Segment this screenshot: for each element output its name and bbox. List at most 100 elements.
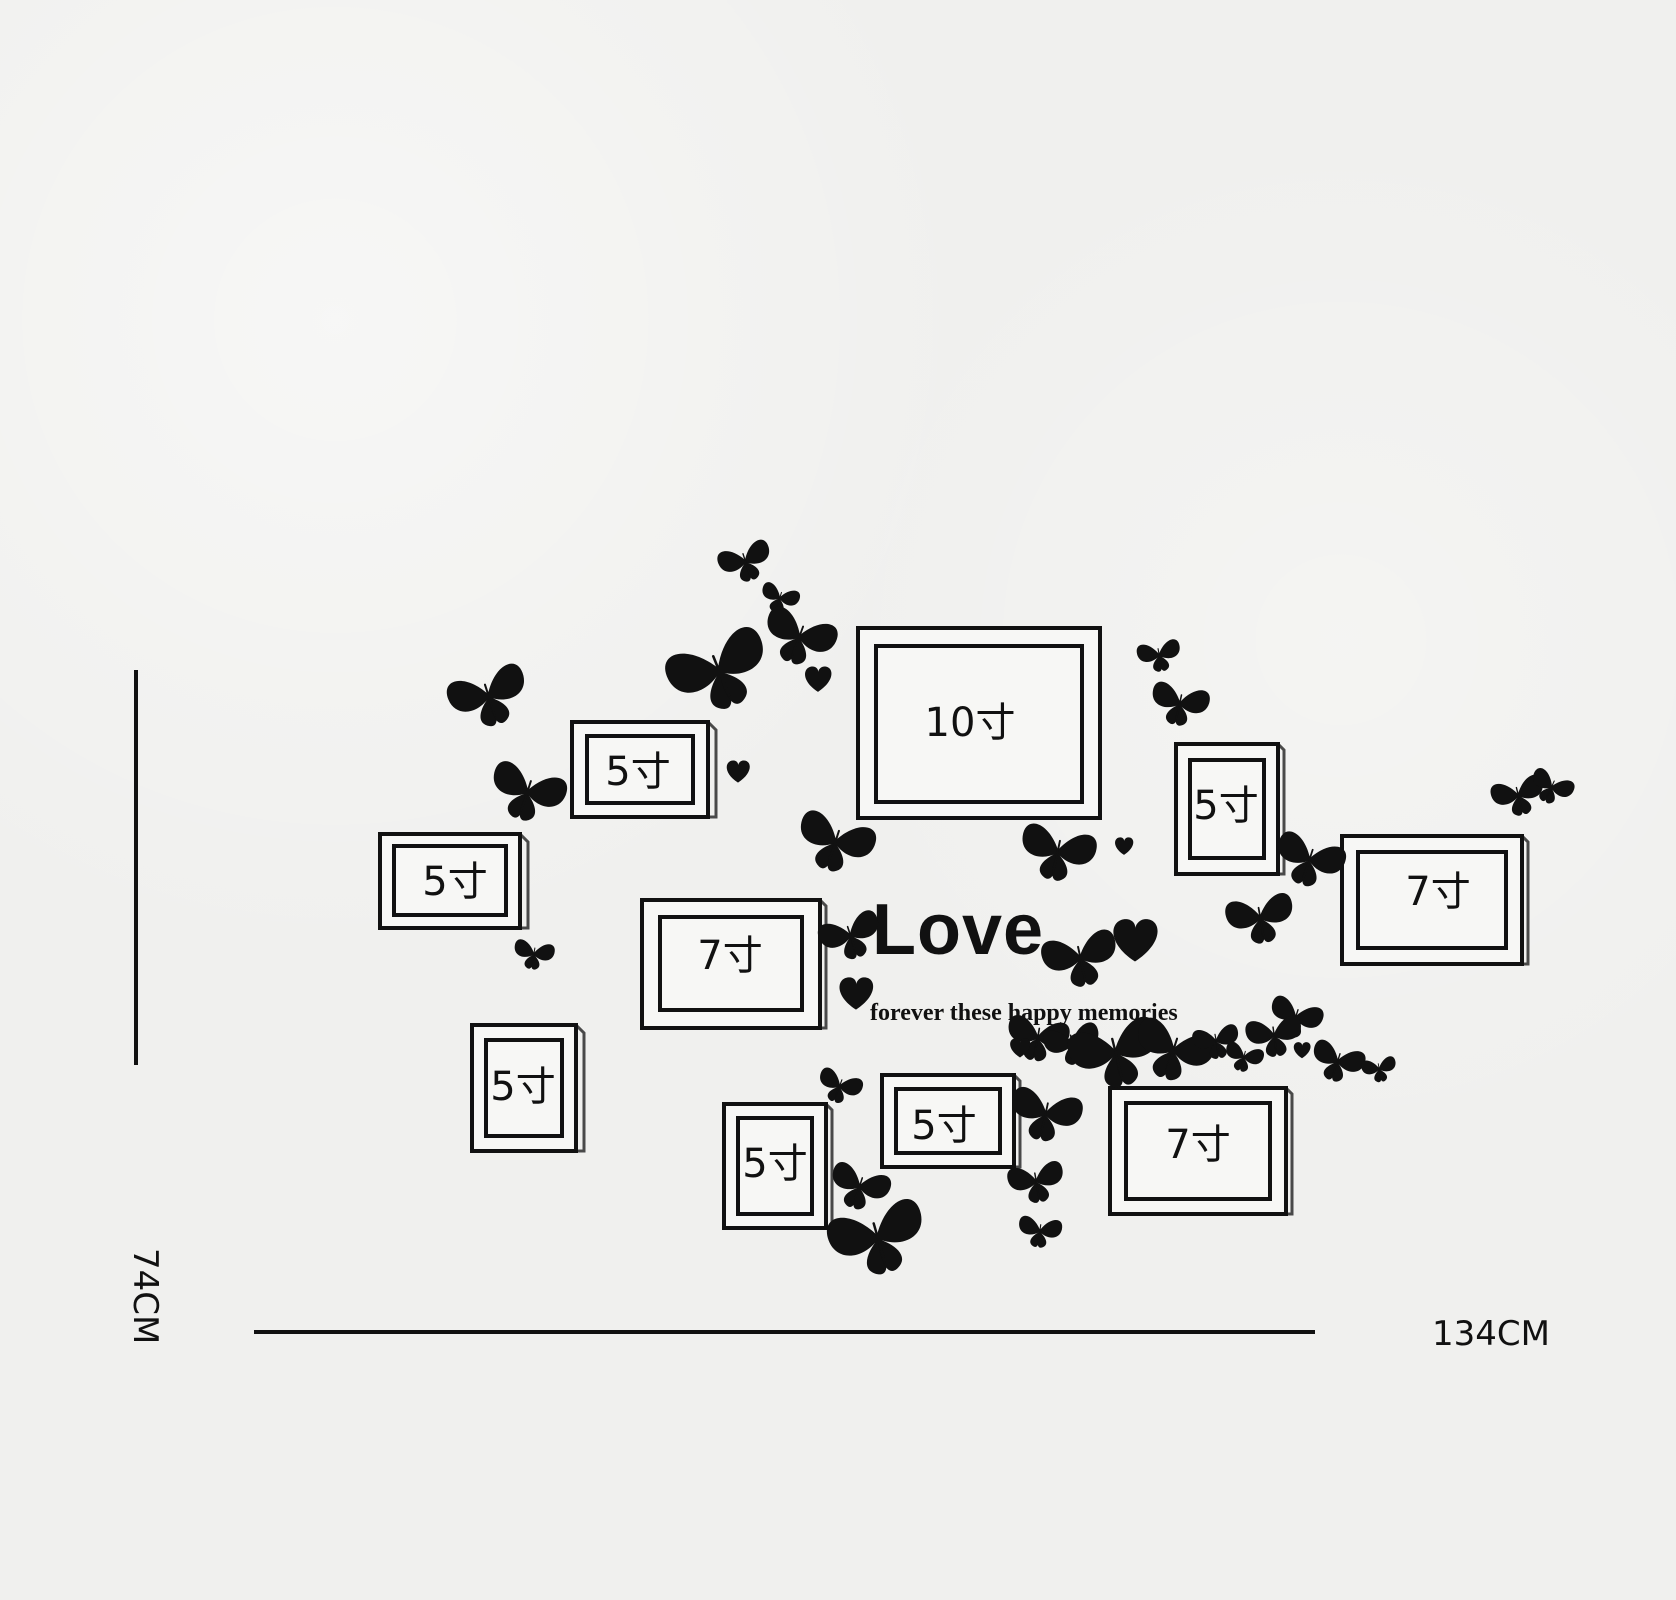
frame-10-inch-top: 10寸 — [856, 626, 1102, 820]
butterfly-wing — [832, 1162, 860, 1207]
frame-7-inch-right: 7寸 — [1340, 834, 1530, 966]
butterfly-icon — [717, 539, 770, 582]
butterfly-wing — [762, 582, 780, 612]
butterfly-icon — [1192, 1024, 1239, 1059]
butterfly-icon — [832, 1162, 892, 1210]
butterfly-body — [1332, 1053, 1341, 1076]
butterfly-wing — [1545, 780, 1575, 804]
butterfly-wing — [514, 939, 534, 969]
butterfly-body — [1157, 648, 1162, 667]
frame-inner-outline — [484, 1038, 564, 1138]
butterfly-body — [853, 1177, 864, 1203]
heart-icon — [1115, 837, 1134, 855]
butterfly-wing — [1274, 1015, 1301, 1056]
frame-5-inch-left: 5寸 — [378, 832, 530, 930]
love-decal: Love forever these happy memories — [870, 890, 1178, 1026]
width-dimension-label: 134CM — [1432, 1314, 1550, 1354]
heart-icon — [839, 977, 874, 1010]
frame-size-label: 5寸 — [605, 749, 670, 795]
butterfly-body — [1214, 1033, 1219, 1054]
frame-5-inch-upper-right: 5寸 — [1174, 742, 1286, 876]
butterfly-icon — [514, 939, 555, 970]
butterfly-icon — [1012, 1087, 1083, 1142]
heart-icon — [1010, 1038, 1031, 1058]
butterfly-icon — [1136, 639, 1180, 672]
butterfly-icon — [446, 663, 524, 727]
butterfly-body — [1077, 945, 1086, 979]
butterfly-body — [1546, 780, 1555, 799]
butterfly-wing — [1159, 639, 1180, 671]
frame-inner-outline — [1124, 1101, 1272, 1201]
frame-shadow — [730, 1102, 834, 1230]
butterfly-wing — [519, 777, 568, 821]
butterfly-body — [531, 947, 536, 966]
frame-inner-outline — [585, 734, 695, 805]
butterfly-wing — [1012, 1087, 1046, 1140]
butterfly-wing — [1022, 823, 1058, 879]
butterfly-icon — [1245, 1015, 1301, 1057]
frame-size-label: 5寸 — [911, 1103, 976, 1149]
frame-outline — [470, 1023, 578, 1153]
butterfly-icon — [1022, 823, 1097, 881]
frame-shadow — [388, 832, 530, 930]
butterflies-and-hearts — [446, 539, 1575, 1275]
butterfly-wing — [1138, 1017, 1174, 1077]
butterfly-icon — [817, 910, 879, 960]
butterfly-icon — [1313, 1039, 1366, 1082]
frame-size-label: 7寸 — [697, 933, 762, 979]
butterfly-icon — [820, 1067, 864, 1104]
frame-outline — [722, 1102, 828, 1230]
butterfly-body — [791, 625, 805, 656]
butterfly-wing — [791, 623, 838, 665]
butterfly-wing — [1067, 1032, 1123, 1088]
butterfly-wing — [1245, 1021, 1278, 1057]
frame-inner-outline — [736, 1116, 814, 1216]
frame-inner-outline — [658, 915, 804, 1012]
butterfly-body — [1111, 1037, 1123, 1077]
frame-shadow — [480, 1023, 586, 1153]
butterfly-wing — [665, 653, 732, 709]
butterfly-body — [828, 829, 840, 863]
frame-size-label: 7寸 — [1405, 869, 1470, 915]
butterfly-wing — [446, 680, 497, 727]
butterfly-wing — [834, 1078, 864, 1104]
butterfly-icon — [1361, 1056, 1396, 1083]
heart-icon — [726, 760, 750, 783]
butterfly-body — [835, 1079, 843, 1098]
butterfly-body — [1165, 1037, 1179, 1071]
frame-5-inch-bottom-center-left: 5寸 — [722, 1102, 834, 1230]
butterfly-body — [1034, 1172, 1040, 1197]
frame-size-label: 5寸 — [742, 1141, 807, 1187]
butterfly-wing — [1152, 681, 1180, 725]
frame-inner-outline — [1356, 850, 1508, 950]
butterfly-wing — [1036, 1161, 1063, 1202]
frame-shadow — [580, 720, 718, 819]
frame-shadow — [1182, 742, 1286, 876]
frame-7-inch-bottom-right: 7寸 — [1108, 1086, 1294, 1216]
butterfly-wing — [1226, 1041, 1244, 1071]
butterfly-wing — [531, 944, 555, 970]
butterfly-wing — [800, 810, 836, 869]
butterfly-body — [1272, 1026, 1277, 1051]
butterfly-body — [742, 553, 751, 576]
frame-inner-outline — [1188, 758, 1266, 860]
butterfly-icon — [1533, 768, 1575, 804]
butterfly-body — [872, 1222, 886, 1264]
heart-icon — [1113, 919, 1158, 962]
butterfly-wing — [1216, 1024, 1239, 1058]
butterfly-wing — [1043, 1030, 1077, 1065]
butterfly-wing — [826, 1217, 887, 1275]
frame-size-label: 5寸 — [1193, 783, 1258, 829]
butterfly-icon — [1278, 831, 1347, 887]
butterfly-wing — [877, 1198, 922, 1271]
butterfly-wing — [1080, 929, 1116, 985]
butterfly-wing — [1175, 690, 1210, 726]
frame-outline — [856, 626, 1102, 820]
butterfly-wing — [1260, 893, 1293, 943]
butterfly-wing — [1332, 1051, 1366, 1082]
butterfly-wing — [1240, 1049, 1265, 1072]
butterfly-icon — [826, 1198, 922, 1275]
frame-outline — [640, 898, 822, 1030]
butterfly-wing — [1007, 1167, 1040, 1203]
